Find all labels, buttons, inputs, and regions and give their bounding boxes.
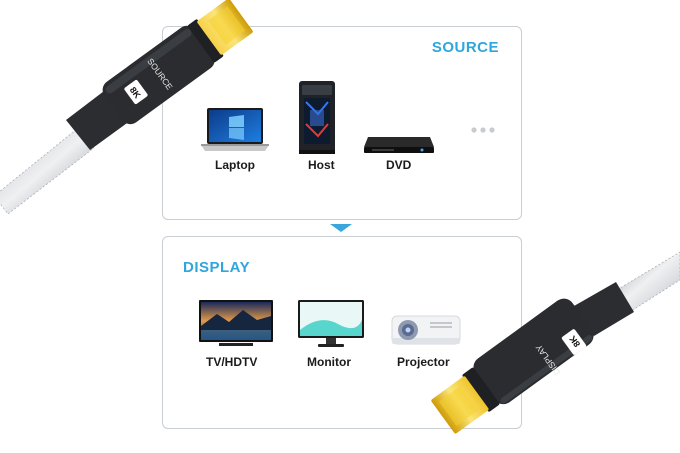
device-label-monitor: Monitor (307, 355, 351, 369)
cable-bottom-badge: 8K (567, 333, 582, 349)
dvd-player-icon (364, 137, 434, 153)
tv-icon (199, 300, 273, 346)
device-label-projector: Projector (397, 355, 450, 369)
monitor-icon (298, 300, 364, 347)
device-label-tv: TV/HDTV (206, 355, 258, 369)
laptop-icon (201, 108, 269, 151)
device-label-laptop: Laptop (215, 158, 255, 172)
cable-bottom-label: DISPLAY (533, 343, 562, 378)
device-label-dvd: DVD (386, 158, 412, 172)
display-title: DISPLAY (183, 259, 251, 276)
ellipsis-icon (471, 127, 495, 133)
desktop-tower-icon (299, 81, 335, 154)
source-title: SOURCE (431, 39, 499, 56)
cable-top-badge: 8K (128, 85, 143, 101)
flow-arrow-down-icon (330, 224, 352, 232)
device-label-host: Host (308, 158, 335, 172)
projector-icon (391, 315, 461, 345)
